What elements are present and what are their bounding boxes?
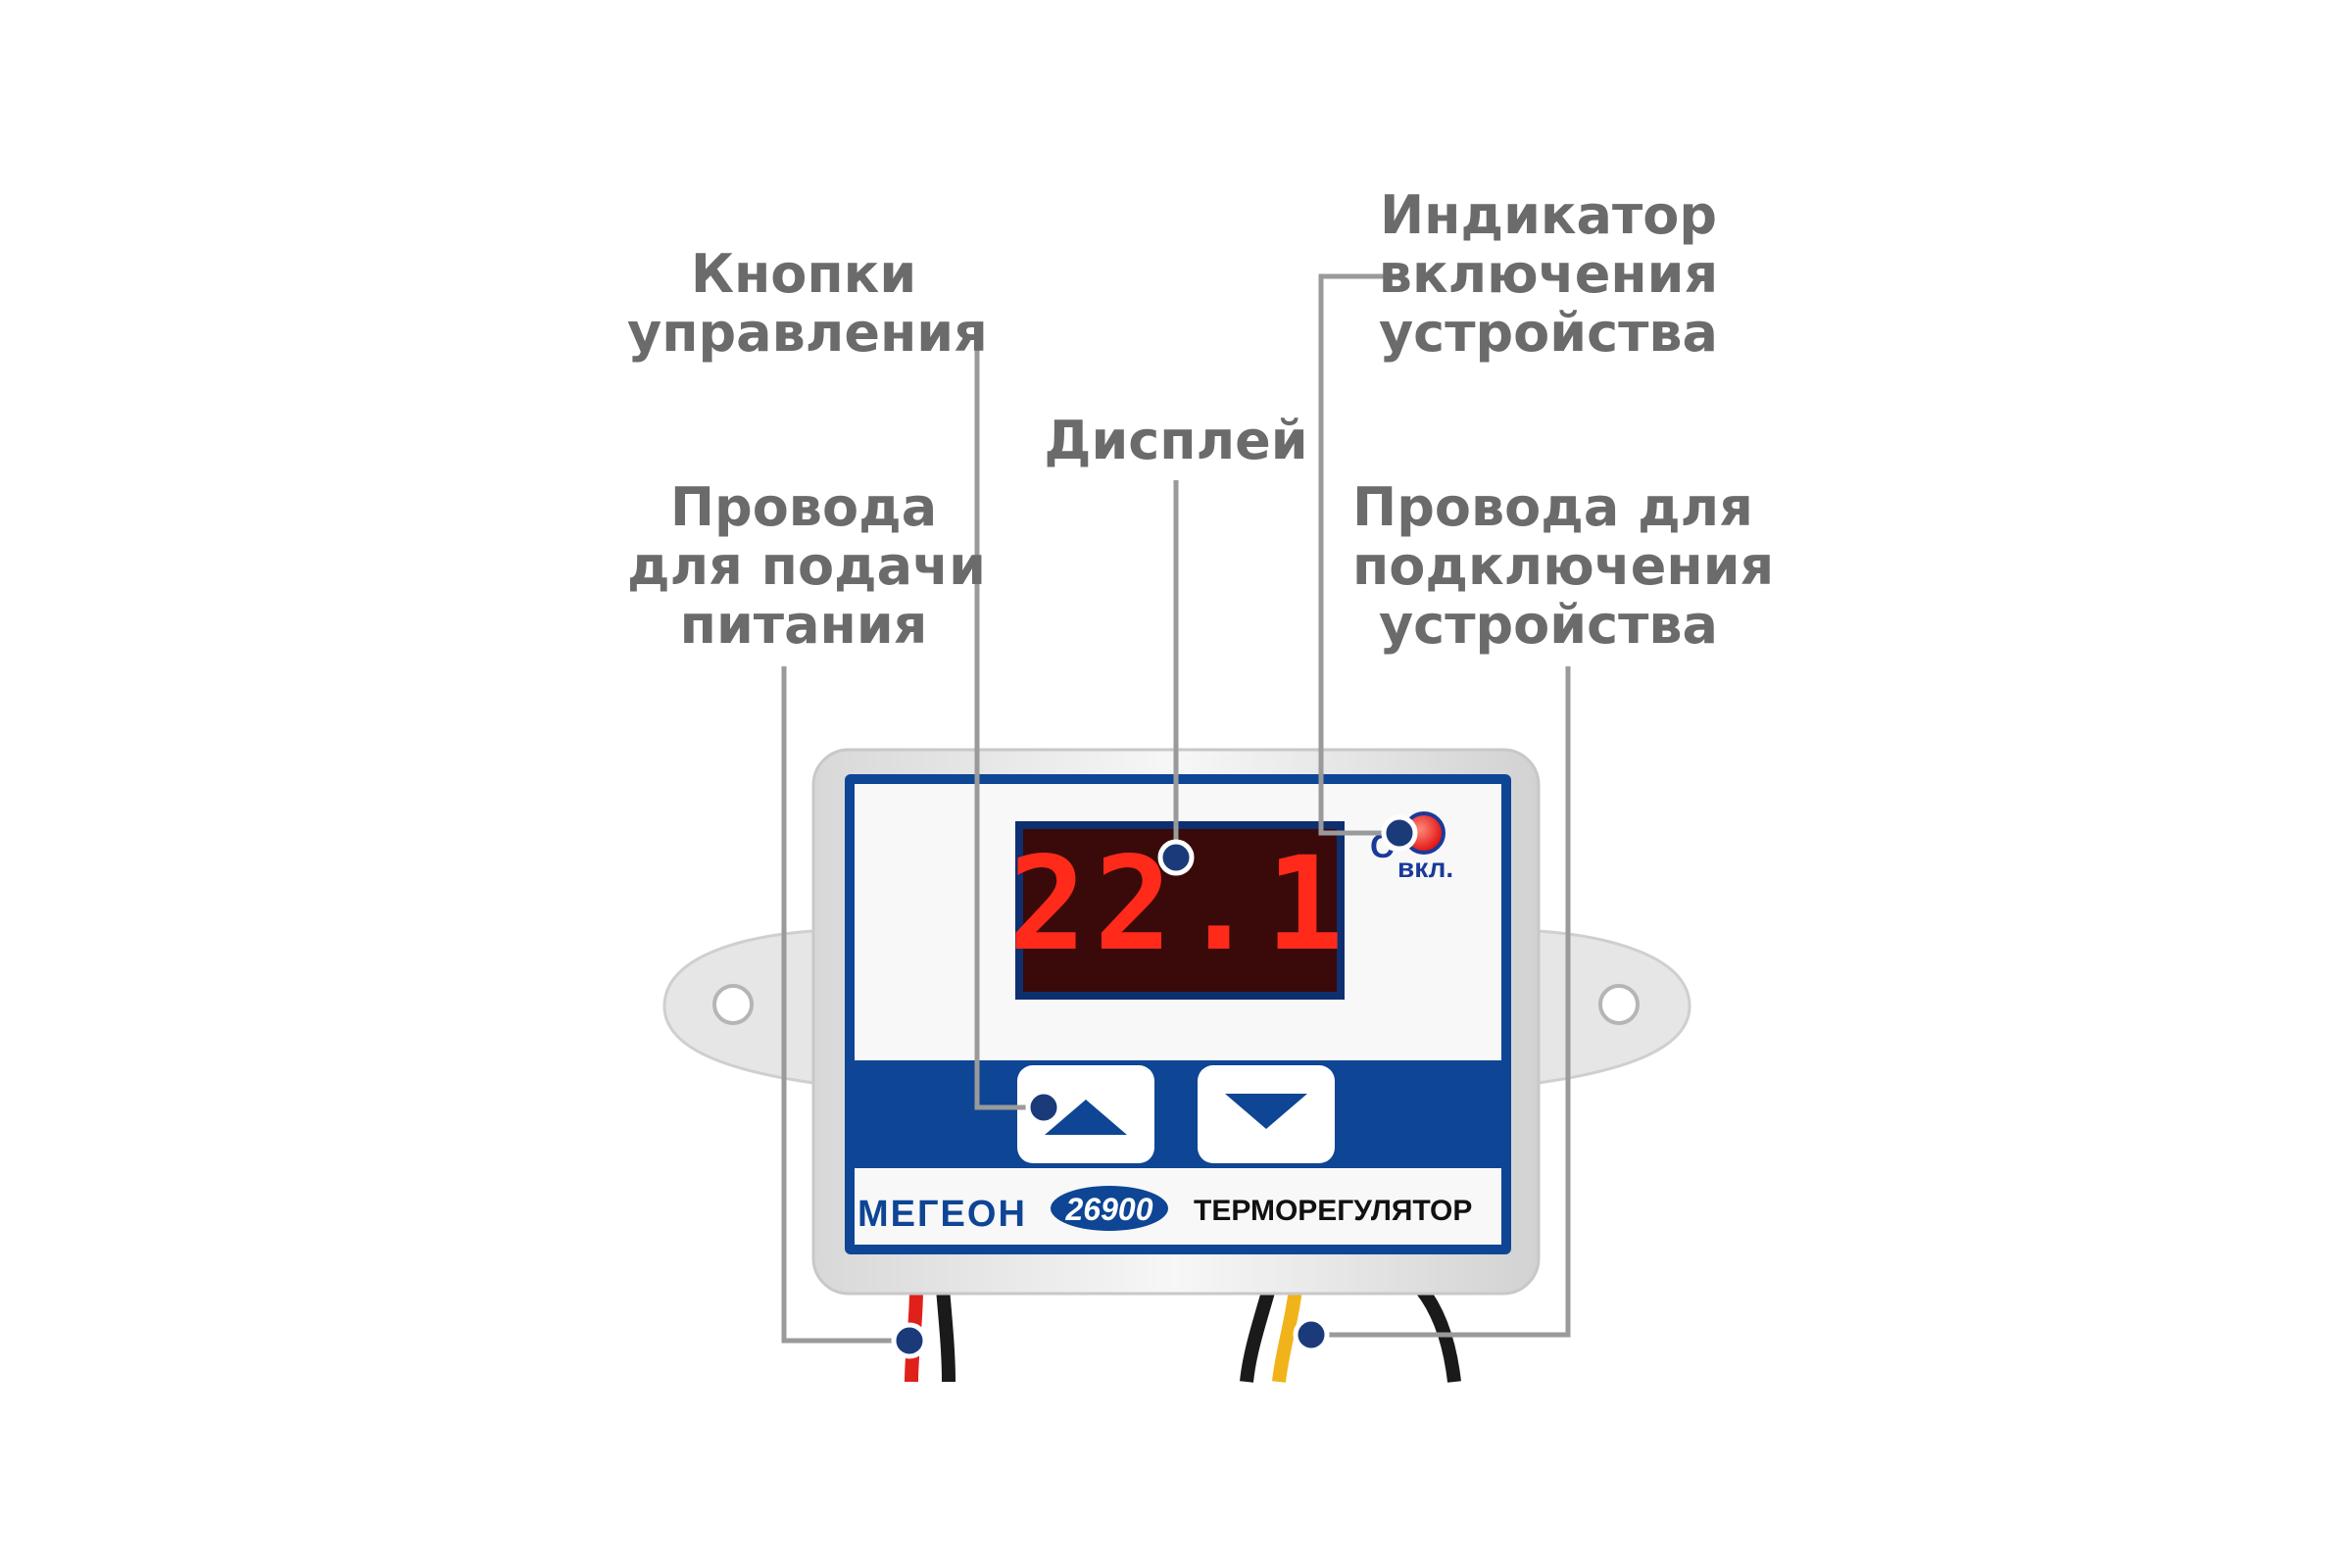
callout-line: Кнопки bbox=[690, 243, 917, 305]
up-arrow-icon bbox=[1045, 1100, 1127, 1135]
callout-line: включения bbox=[1378, 243, 1719, 305]
up-button[interactable] bbox=[1017, 1065, 1154, 1163]
callout-line: для подачи bbox=[627, 535, 987, 597]
callout-power-indicator: Индикатор включения устройства bbox=[1352, 186, 1744, 363]
callout-line: управления bbox=[627, 302, 988, 364]
marker-buttons bbox=[1025, 1089, 1062, 1126]
callout-markers bbox=[891, 814, 1418, 1359]
leader-power bbox=[781, 666, 909, 1344]
product-name: ТЕРМОРЕГУЛЯТОР bbox=[1194, 1195, 1472, 1227]
brand-logo: МЕГЕОН bbox=[858, 1194, 1027, 1235]
callout-line: устройства bbox=[1378, 594, 1719, 656]
leader-indicator bbox=[1318, 273, 1399, 836]
down-arrow-icon bbox=[1225, 1094, 1307, 1129]
marker-indicator bbox=[1381, 814, 1418, 852]
callout-line: устройства bbox=[1378, 302, 1719, 364]
callout-line: Дисплей bbox=[1044, 410, 1308, 471]
down-button[interactable] bbox=[1198, 1065, 1335, 1163]
mounting-ear-left bbox=[662, 929, 815, 1085]
callout-device-wires: Провода для подключения устройства bbox=[1352, 476, 1775, 656]
model-badge bbox=[1051, 1186, 1168, 1231]
mounting-ear-right bbox=[1537, 929, 1691, 1085]
indicator-label: вкл. bbox=[1397, 853, 1453, 883]
leader-buttons bbox=[974, 338, 1044, 1110]
callout-control-buttons: Кнопки управления bbox=[627, 243, 988, 364]
callout-line: Провода bbox=[669, 476, 938, 538]
callout-line: Индикатор bbox=[1379, 184, 1718, 246]
model-number: 26900 bbox=[1065, 1192, 1153, 1227]
callout-display: Дисплей bbox=[1019, 412, 1333, 470]
leader-lines bbox=[781, 273, 1571, 1344]
callout-line: питания bbox=[679, 594, 928, 656]
leader-device bbox=[1311, 666, 1571, 1338]
callout-power-wires: Провода для подачи питания bbox=[627, 476, 987, 656]
callout-line: Провода для bbox=[1352, 476, 1753, 538]
callout-line: подключения bbox=[1352, 535, 1775, 597]
marker-display bbox=[1157, 839, 1195, 876]
marker-power bbox=[891, 1322, 928, 1359]
device-wires bbox=[1240, 1284, 1461, 1383]
marker-device bbox=[1293, 1316, 1330, 1353]
front-panel-bottom bbox=[855, 1168, 1501, 1245]
